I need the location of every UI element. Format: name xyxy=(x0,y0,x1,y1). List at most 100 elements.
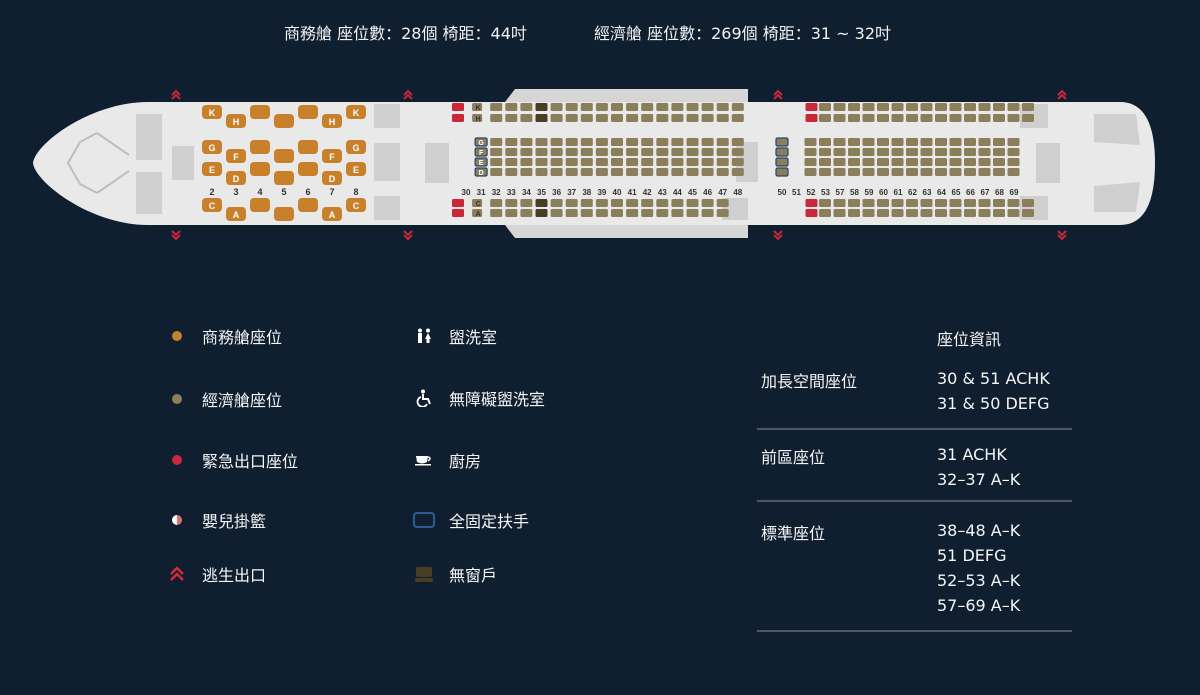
economy-seat[interactable] xyxy=(862,114,875,122)
economy-seat[interactable] xyxy=(935,103,947,111)
economy-seat[interactable] xyxy=(877,168,889,176)
economy-seat[interactable] xyxy=(520,168,533,176)
economy-seat[interactable] xyxy=(819,114,831,122)
economy-seat[interactable] xyxy=(964,148,976,156)
economy-seat[interactable] xyxy=(833,114,846,122)
fixed-armrest-seat[interactable] xyxy=(474,157,488,167)
economy-seat[interactable] xyxy=(565,168,578,176)
economy-seat[interactable] xyxy=(505,103,518,111)
economy-seat[interactable] xyxy=(701,199,714,207)
economy-seat[interactable] xyxy=(978,168,991,176)
economy-seat[interactable] xyxy=(964,199,976,207)
economy-seat[interactable] xyxy=(701,168,714,176)
economy-seat[interactable] xyxy=(804,168,817,176)
exit-seat[interactable] xyxy=(805,209,818,217)
economy-seat[interactable] xyxy=(490,199,503,207)
economy-seat[interactable] xyxy=(1022,199,1034,207)
economy-seat[interactable] xyxy=(819,209,831,217)
economy-seat[interactable] xyxy=(472,103,483,111)
economy-seat[interactable] xyxy=(701,148,714,156)
economy-seat[interactable] xyxy=(716,199,729,207)
economy-seat[interactable] xyxy=(716,103,729,111)
economy-seat[interactable] xyxy=(833,199,846,207)
economy-seat[interactable] xyxy=(641,148,654,156)
economy-seat[interactable] xyxy=(935,209,947,217)
economy-seat[interactable] xyxy=(641,103,654,111)
economy-seat[interactable] xyxy=(505,199,518,207)
economy-seat[interactable] xyxy=(611,158,623,166)
exit-seat[interactable] xyxy=(452,114,464,122)
economy-seat[interactable] xyxy=(595,138,608,146)
exit-seat[interactable] xyxy=(452,199,464,207)
economy-seat[interactable] xyxy=(993,103,1005,111)
economy-seat[interactable] xyxy=(731,138,744,146)
economy-seat[interactable] xyxy=(935,158,947,166)
business-seat[interactable] xyxy=(322,207,342,221)
economy-seat[interactable] xyxy=(949,138,962,146)
economy-seat[interactable] xyxy=(595,158,608,166)
economy-seat[interactable] xyxy=(490,138,503,146)
economy-seat[interactable] xyxy=(862,199,875,207)
economy-seat[interactable] xyxy=(535,148,548,156)
business-seat[interactable] xyxy=(250,162,270,176)
economy-seat[interactable] xyxy=(520,158,533,166)
economy-seat[interactable] xyxy=(804,148,817,156)
economy-seat[interactable] xyxy=(550,199,563,207)
economy-seat[interactable] xyxy=(611,114,623,122)
economy-seat[interactable] xyxy=(626,209,639,217)
economy-seat[interactable] xyxy=(978,138,991,146)
business-seat[interactable] xyxy=(202,198,222,212)
economy-seat[interactable] xyxy=(877,114,889,122)
economy-seat[interactable] xyxy=(1007,158,1020,166)
economy-seat[interactable] xyxy=(949,103,962,111)
business-seat[interactable] xyxy=(250,105,270,119)
economy-seat[interactable] xyxy=(686,138,699,146)
economy-seat[interactable] xyxy=(565,148,578,156)
economy-seat[interactable] xyxy=(656,103,669,111)
economy-seat[interactable] xyxy=(550,114,563,122)
economy-seat[interactable] xyxy=(595,103,608,111)
economy-seat[interactable] xyxy=(833,168,846,176)
fixed-armrest-seat[interactable] xyxy=(775,167,789,177)
economy-seat[interactable] xyxy=(641,209,654,217)
exit-seat[interactable] xyxy=(805,114,818,122)
economy-seat[interactable] xyxy=(935,138,947,146)
economy-seat[interactable] xyxy=(906,148,918,156)
economy-seat[interactable] xyxy=(949,168,962,176)
economy-seat[interactable] xyxy=(472,114,483,122)
economy-seat[interactable] xyxy=(804,138,817,146)
economy-seat[interactable] xyxy=(701,114,714,122)
economy-seat[interactable] xyxy=(490,158,503,166)
economy-seat[interactable] xyxy=(520,114,533,122)
economy-seat[interactable] xyxy=(891,168,904,176)
economy-seat[interactable] xyxy=(565,158,578,166)
economy-seat[interactable] xyxy=(848,148,860,156)
economy-seat[interactable] xyxy=(535,138,548,146)
economy-seat[interactable] xyxy=(949,114,962,122)
business-seat[interactable] xyxy=(226,149,246,163)
economy-seat[interactable] xyxy=(490,168,503,176)
economy-seat[interactable] xyxy=(862,209,875,217)
economy-seat[interactable] xyxy=(833,209,846,217)
economy-seat[interactable] xyxy=(671,114,684,122)
economy-seat[interactable] xyxy=(993,209,1005,217)
business-seat[interactable] xyxy=(274,171,294,185)
economy-seat[interactable] xyxy=(731,103,744,111)
economy-seat[interactable] xyxy=(978,209,991,217)
economy-seat[interactable] xyxy=(848,103,860,111)
economy-seat[interactable] xyxy=(819,148,831,156)
economy-seat[interactable] xyxy=(877,103,889,111)
economy-seat[interactable] xyxy=(1007,168,1020,176)
economy-seat[interactable] xyxy=(833,103,846,111)
economy-seat[interactable] xyxy=(472,209,483,217)
economy-seat[interactable] xyxy=(671,209,684,217)
economy-seat[interactable] xyxy=(641,114,654,122)
economy-seat[interactable] xyxy=(656,209,669,217)
economy-seat[interactable] xyxy=(1007,138,1020,146)
economy-seat[interactable] xyxy=(993,168,1005,176)
economy-seat[interactable] xyxy=(862,168,875,176)
economy-seat[interactable] xyxy=(611,103,623,111)
economy-seat[interactable] xyxy=(656,199,669,207)
economy-seat[interactable] xyxy=(848,209,860,217)
economy-seat[interactable] xyxy=(611,148,623,156)
